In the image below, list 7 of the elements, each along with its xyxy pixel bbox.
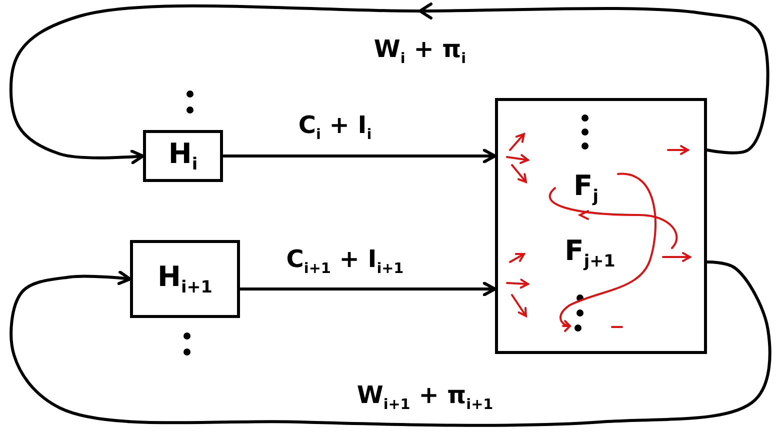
variable-label: F$_{j+1}$ xyxy=(564,236,616,270)
box-label: H$_{i}$ xyxy=(168,140,198,172)
box-label: H$_{i+1}$ xyxy=(158,262,212,296)
process-box xyxy=(143,130,223,182)
process-box xyxy=(130,240,240,318)
process-box xyxy=(495,98,707,354)
variable-label: F$_{j}$ xyxy=(574,172,598,204)
